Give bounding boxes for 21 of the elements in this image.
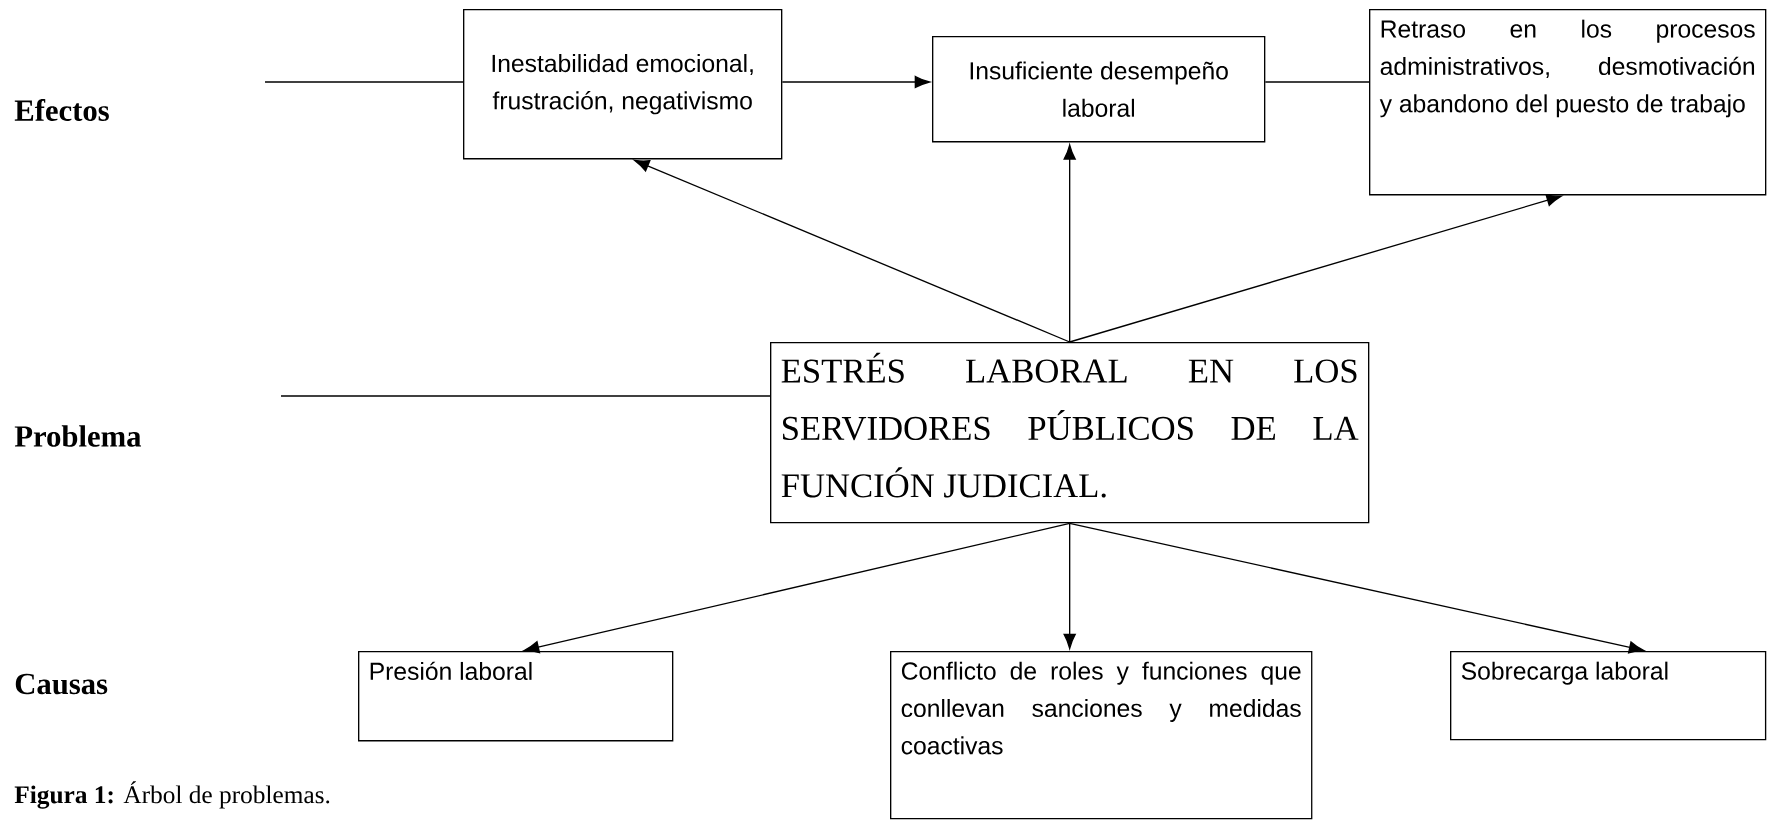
- text-box: Insuficiente desempeño laboral: [932, 36, 1266, 143]
- caption: Figura 1: Árbol de problemas.: [14, 781, 330, 809]
- arrow: [634, 159, 1071, 343]
- text-box: ESTRÉS LABORAL EN LOS SERVIDORES PÚBLICOS DE LA FUNCIÓN JUDICIAL.: [770, 342, 1370, 524]
- arrow: [781, 75, 930, 89]
- arrow: [1069, 194, 1562, 343]
- arrow: [523, 522, 1071, 654]
- text-box: Conflicto de roles y funciones que conllevan sanciones y medidas coactivas: [890, 651, 1313, 820]
- row-label: Causas: [15, 673, 108, 695]
- text-box: Presión laboral: [358, 651, 674, 742]
- row-label: Problema: [14, 425, 141, 447]
- arrow: [1063, 144, 1076, 343]
- connector-line: [1264, 81, 1370, 83]
- text-box: Sobrecarga laboral: [1450, 651, 1767, 741]
- row-label: Efectos: [14, 99, 109, 121]
- text-box: Inestabilidad emocional, frustración, negativismo: [463, 9, 783, 160]
- connector-line: [280, 395, 771, 397]
- arrow: [1069, 522, 1645, 654]
- text-box: Retraso en los procesos administrativos, desmotivación y abandono del puesto de trabajo: [1369, 9, 1767, 196]
- connector-line: [264, 81, 464, 83]
- arrow: [1063, 522, 1076, 649]
